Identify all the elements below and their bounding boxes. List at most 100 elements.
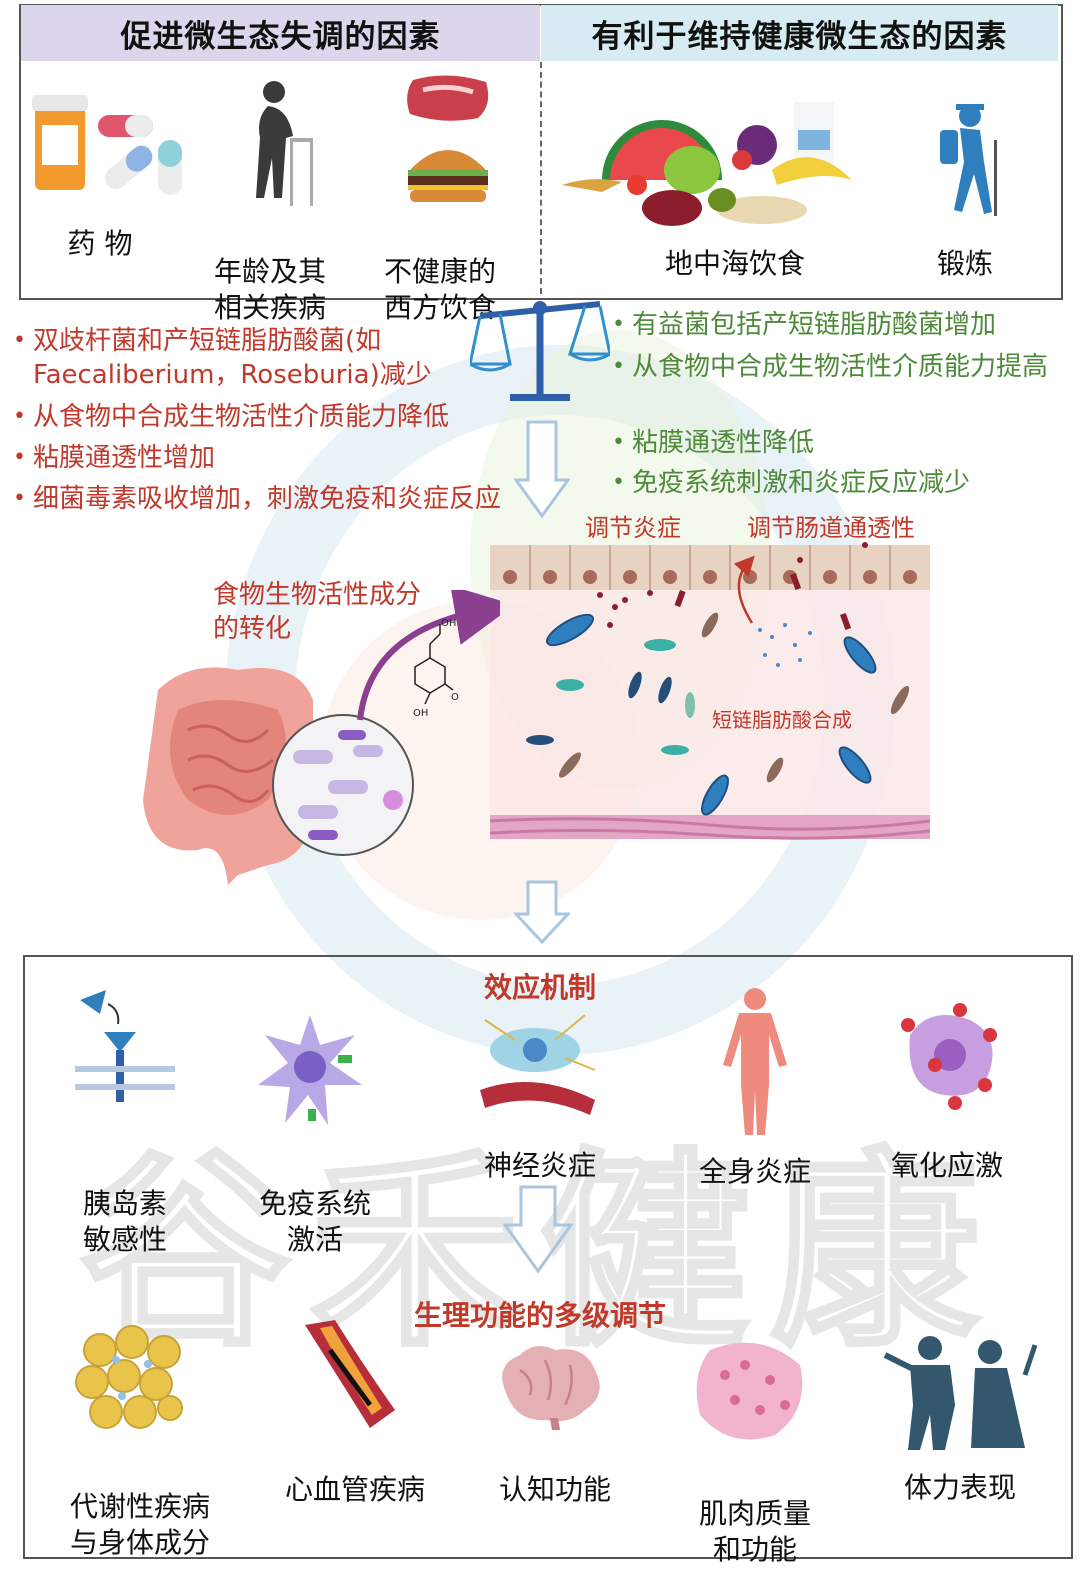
outcome-label: 肌肉质量 和功能 (698, 1497, 811, 1566)
mechanism-item-oxidative: 氧化应激 (872, 1148, 1022, 1184)
left-title: 促进微生态失调的因素 (120, 18, 441, 55)
medicine-icon (32, 95, 182, 195)
dysbiosis-effect-item: • 细菌毒素吸收增加，刺激免疫和炎症反应 (13, 482, 523, 516)
brain-icon (502, 1346, 600, 1430)
healthy-effect-item: • 有益菌包括产短链脂肪酸菌增加 (612, 308, 1072, 342)
healthy-effect-text: 免疫系统刺激和炎症反应减少 (632, 468, 971, 498)
bullet-dot: • (13, 486, 26, 511)
outcome-label: 体力表现 (903, 1471, 1016, 1504)
left-item-label: 药 物 (67, 227, 133, 260)
intestine-icon (143, 667, 313, 885)
dysbiosis-effect-text: 细菌毒素吸收增加，刺激免疫和炎症反应 (33, 484, 502, 514)
right-item-exercise: 锻炼 (910, 246, 1020, 282)
healthy-effect-text: 粘膜通透性降低 (632, 428, 815, 458)
outcome-cardiovascular: 心血管疾病 (265, 1472, 445, 1508)
outcome-label: 认知功能 (498, 1473, 611, 1506)
right-item-label: 锻炼 (936, 247, 993, 280)
bullet-dot: • (13, 445, 26, 470)
outcome-cognition: 认知功能 (475, 1472, 635, 1508)
food-conversion-label: 食物生物活性成分 的转化 (213, 580, 422, 644)
regulate-permeability-label: 调节肠道通透性 (747, 514, 915, 542)
dysbiosis-effect-text: 从食物中合成生物活性介质能力降低 (33, 402, 450, 432)
scfa-dots (758, 623, 812, 667)
mechanism-item-label: 胰岛素 敏感性 (82, 1187, 167, 1256)
insulin-receptor-icon (75, 990, 175, 1102)
healthy-effect-text: 有益菌包括产短链脂肪酸菌增加 (632, 310, 997, 340)
healthy-effect-item: • 从食物中合成生物活性介质能力提高 (612, 350, 1062, 384)
molecule-oh-bottom: OH (413, 708, 428, 719)
outcome-label: 心血管疾病 (284, 1473, 425, 1506)
molecule-o: O (451, 692, 459, 703)
bullet-dot: • (612, 312, 625, 337)
bullet-dot: • (612, 354, 625, 379)
down-arrow-icon (514, 420, 570, 519)
muscle-icon (696, 1342, 803, 1440)
right-item-label: 地中海饮食 (664, 247, 805, 280)
elderly-dancers-icon (883, 1336, 1038, 1450)
outcome-physical: 体力表现 (885, 1470, 1035, 1506)
gut-epithelium-diagram (490, 542, 930, 840)
hiker-icon (940, 104, 997, 216)
healthy-effect-text: 从食物中合成生物活性介质能力提高 (632, 352, 1049, 382)
left-header: 促进微生态失调的因素 (21, 5, 540, 61)
molecule-oh-top: OH (441, 618, 456, 629)
permeability-arrow (733, 555, 755, 624)
healthy-effect-item: • 粘膜通透性降低 (612, 426, 1062, 460)
bullet-dot: • (612, 470, 625, 495)
mechanism-item-immune: 免疫系统 激活 (240, 1150, 390, 1258)
divider (540, 62, 542, 294)
dysbiosis-effect-text: 粘膜通透性增加 (33, 443, 216, 473)
outcome-metabolic: 代谢性疾病 与身体成分 (45, 1453, 235, 1561)
left-item-label: 不健康的 西方饮食 (383, 255, 496, 324)
magnified-bacteria-circle (272, 714, 414, 856)
balance-scale-icon (470, 301, 610, 401)
molecule-structure-icon: OH OH O (413, 618, 459, 719)
mediterranean-food-icon (562, 102, 852, 226)
mechanism-item-label: 免疫系统 激活 (258, 1187, 371, 1256)
dysbiosis-effect-item: • 从食物中合成生物活性介质能力降低 (13, 400, 533, 434)
fat-cells-icon (75, 1325, 183, 1429)
regulate-inflammation-label: 调节炎症 (585, 514, 681, 542)
human-body-icon (723, 988, 787, 1135)
mechanism-title: 效应机制 (483, 971, 596, 1004)
oxidative-cell-icon (901, 1003, 997, 1110)
outcome-muscle: 肌肉质量 和功能 (680, 1460, 830, 1568)
mechanism-item-insulin: 胰岛素 敏感性 (55, 1150, 195, 1258)
mechanism-item-label: 全身炎症 (698, 1155, 811, 1188)
mechanism-item-neuro: 神经炎症 (465, 1148, 615, 1184)
bacteria (526, 612, 910, 816)
dysbiosis-effect-item: • 粘膜通透性增加 (13, 441, 503, 475)
left-item-age: 年龄及其 相关疾病 (200, 218, 340, 326)
bullet-dot: • (13, 404, 26, 429)
neuron-icon (480, 1014, 596, 1115)
mechanism-item-systemic: 全身炎症 (680, 1154, 830, 1190)
blood-vessel-icon (305, 1320, 395, 1428)
outcome-label: 代谢性疾病 与身体成分 (69, 1490, 210, 1559)
watermark-text: 谷禾健康 (80, 1130, 1000, 1375)
down-arrow-icon (503, 1185, 573, 1274)
muscle-layer (490, 815, 930, 840)
left-item-diet: 不健康的 西方饮食 (370, 218, 510, 326)
right-title: 有利于维持健康微生态的因素 (591, 18, 1008, 55)
meat-burger-icon (407, 75, 489, 202)
mechanism-item-label: 氧化应激 (890, 1149, 1003, 1182)
left-item-label: 年龄及其 相关疾病 (213, 255, 326, 324)
epithelial-cells (490, 545, 930, 590)
dysbiosis-effect-text: 双歧杆菌和产短链脂肪酸菌(如Faecaliberium，Roseburia)减少 (33, 326, 432, 390)
regulation-subtitle: 生理功能的多级调节 (413, 1299, 666, 1332)
dysbiosis-effect-item: • 双歧杆菌和产短链脂肪酸菌(如Faecaliberium，Roseburia)减… (13, 324, 503, 392)
down-arrow-icon (514, 880, 570, 945)
conversion-arrow (357, 590, 500, 721)
bullet-dot: • (13, 328, 26, 353)
mechanism-panel (23, 955, 1073, 1559)
left-item-medicine: 药 物 (40, 226, 160, 262)
toxin-particles (597, 542, 868, 631)
right-item-med-diet: 地中海饮食 (640, 246, 830, 282)
scfa-synthesis-label: 短链脂肪酸合成 (712, 708, 852, 732)
bullet-dot: • (612, 430, 625, 455)
mechanism-item-label: 神经炎症 (483, 1149, 596, 1182)
right-header: 有利于维持健康微生态的因素 (541, 5, 1058, 61)
immune-cell-icon (258, 1015, 362, 1125)
healthy-effect-item: • 免疫系统刺激和炎症反应减少 (612, 466, 1062, 500)
elderly-walker-icon (256, 81, 313, 206)
